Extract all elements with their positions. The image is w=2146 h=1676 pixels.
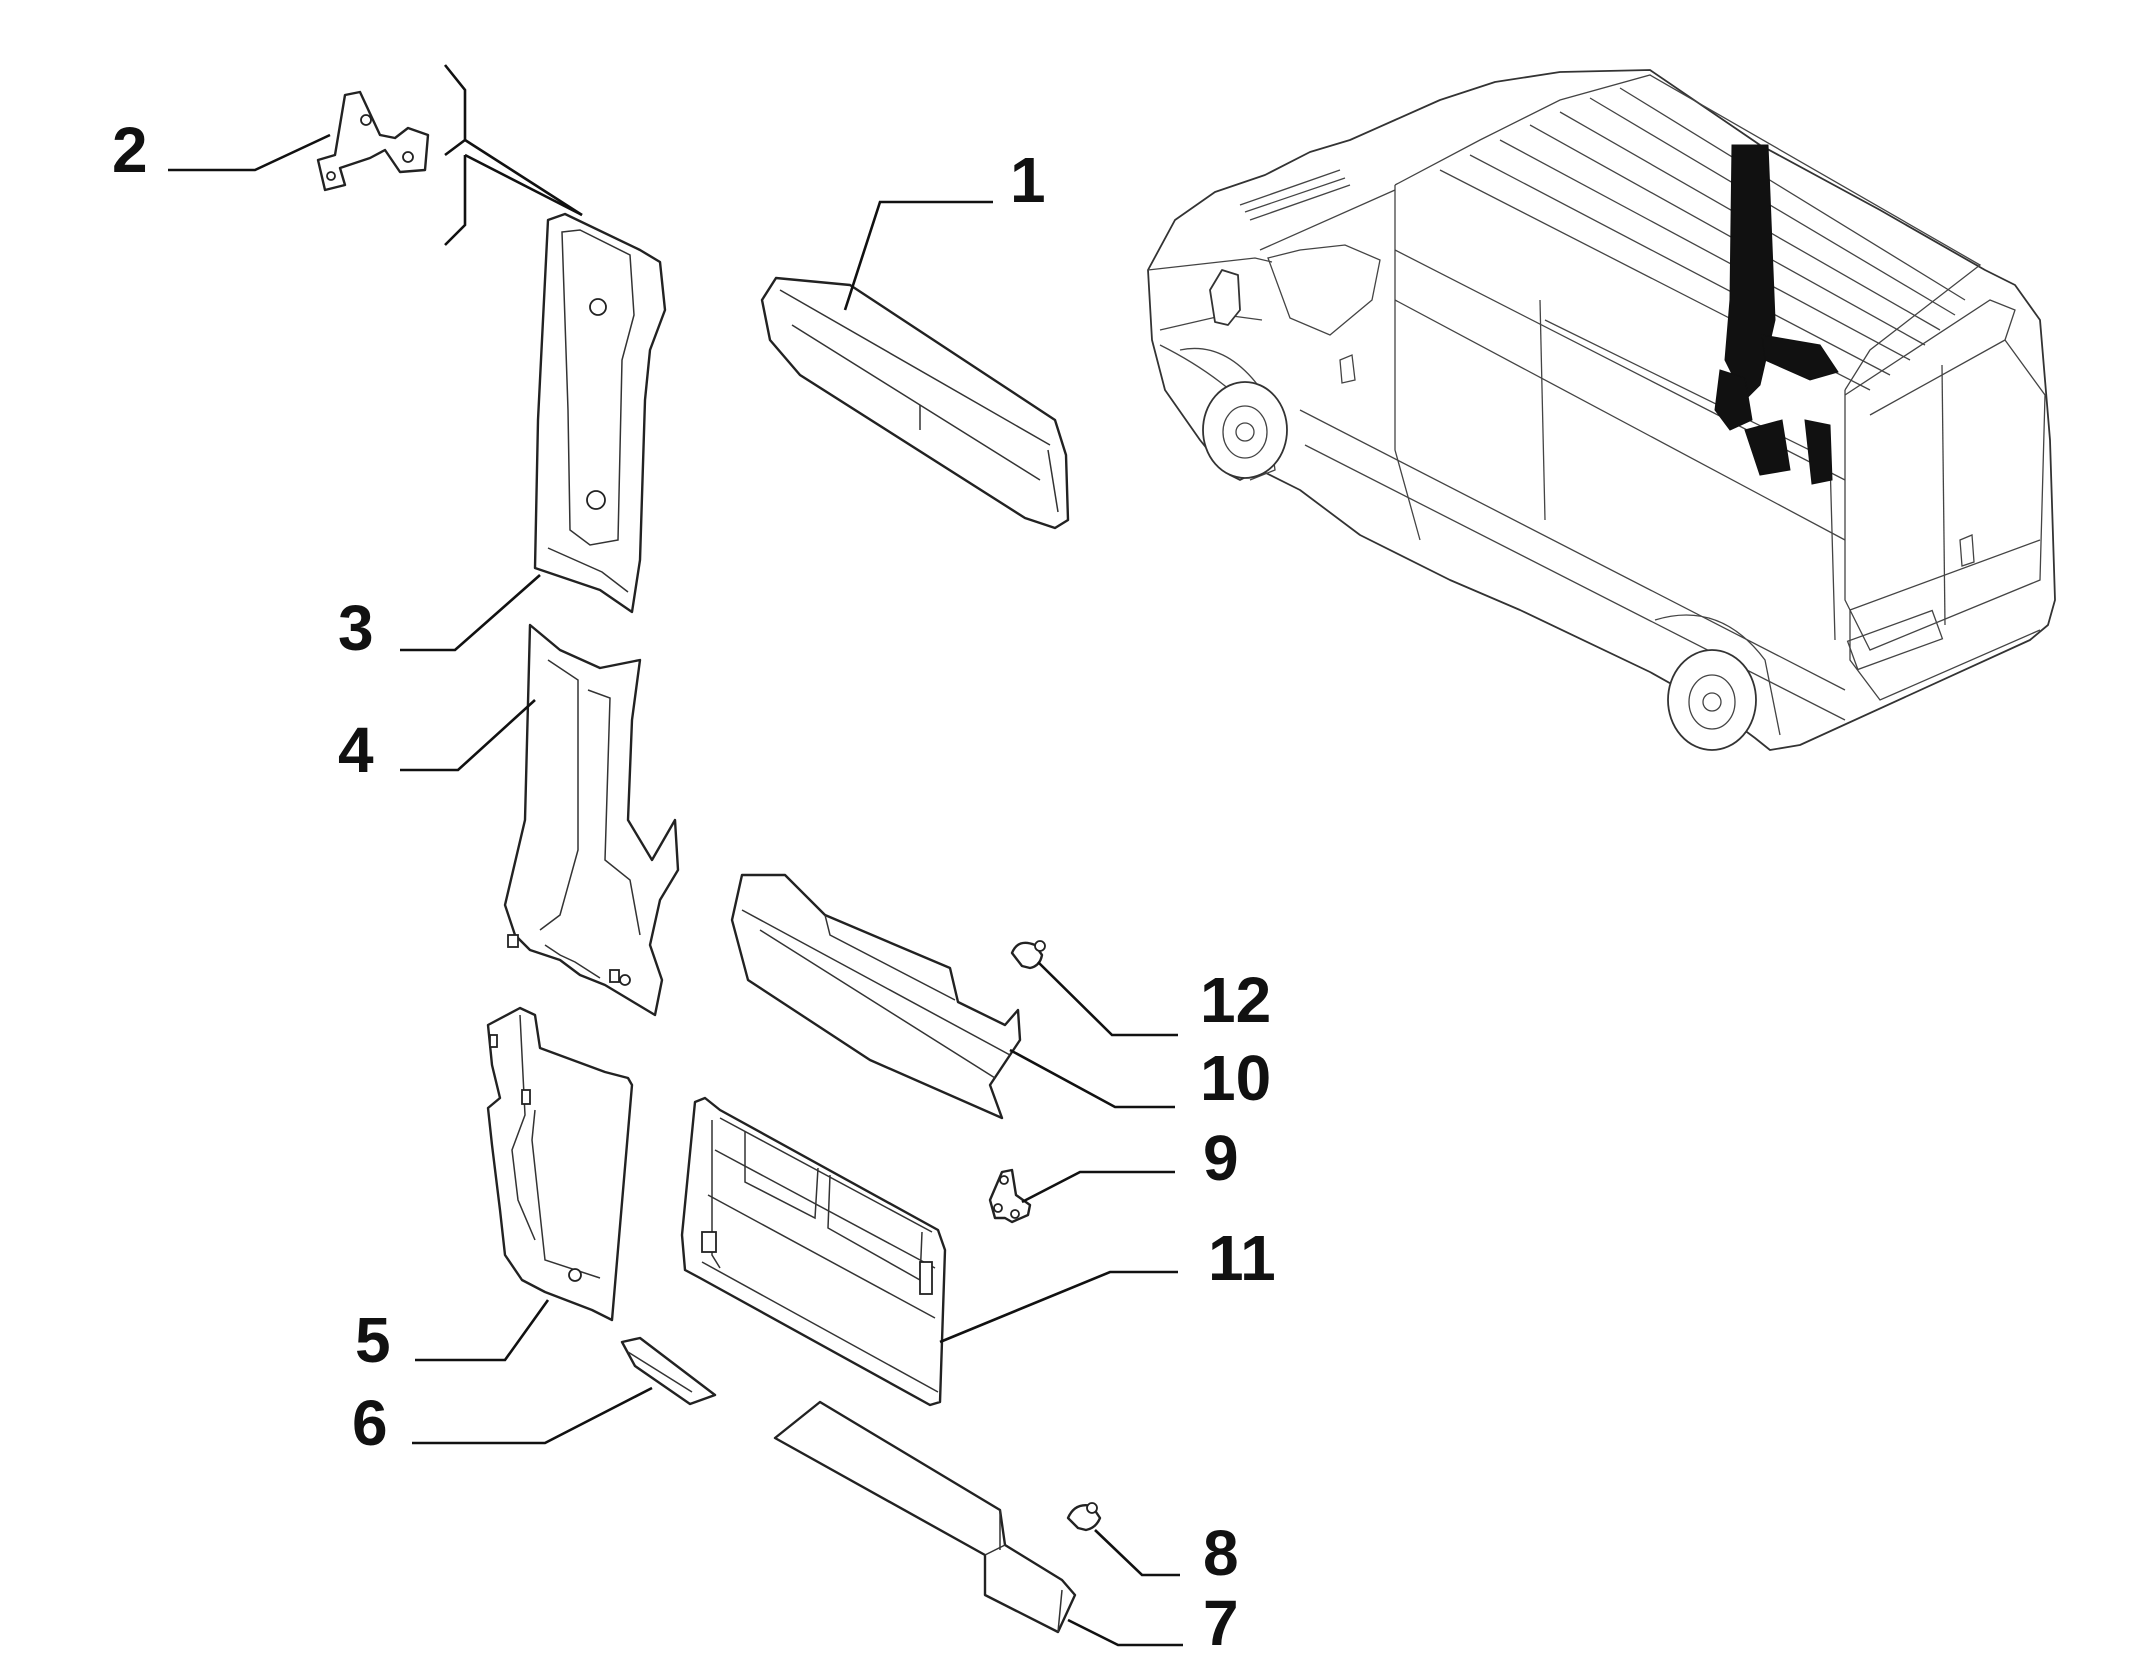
callout-4: 4 [338,714,374,786]
part-1-upper-panel[interactable] [760,276,1070,530]
leader-5 [415,1299,550,1362]
callout-2: 2 [112,114,148,186]
part-11-door-panel[interactable] [680,1096,947,1407]
callout-6: 6 [352,1387,388,1459]
leader-9 [1021,1170,1175,1204]
part-8-clip[interactable] [1066,1502,1102,1532]
leader-2 [168,133,331,172]
part-3-upper-pillar-trim[interactable] [533,212,667,614]
callout-7: 7 [1203,1587,1239,1659]
leader-lines [168,133,1183,1647]
callout-10: 10 [1200,1042,1271,1114]
part-12-clip[interactable] [1010,940,1046,970]
leader-7 [1067,1618,1183,1647]
leader-11 [939,1270,1178,1344]
leader-12 [1037,961,1178,1037]
callout-9: 9 [1203,1122,1239,1194]
part-4-lower-pillar-trim[interactable] [503,623,680,1017]
part-5-lower-rear-trim[interactable] [486,1006,634,1322]
callout-3: 3 [338,592,374,664]
callout-1: 1 [1010,144,1046,216]
part-6-small-strip[interactable] [620,1336,717,1406]
part-9-bracket[interactable] [988,1168,1032,1224]
leader-1 [843,200,993,311]
van-reference-illustration [1147,69,2056,751]
callout-8: 8 [1203,1517,1239,1589]
leader-10 [1009,1048,1175,1109]
callout-11: 11 [1208,1222,1276,1294]
part-7-lower-sill[interactable] [773,1400,1077,1634]
part-10-step-trim[interactable] [730,873,1022,1120]
leader-4 [400,699,536,772]
leader-3 [400,574,541,652]
callout-labels: 1 2 3 4 5 6 7 8 9 10 11 12 [112,114,1276,1659]
callout-12: 12 [1200,964,1271,1036]
leader-6 [412,1386,653,1445]
part-2-bracket[interactable] [316,90,430,192]
callout-5: 5 [355,1304,391,1376]
group-brace [443,64,583,246]
leader-8 [1094,1529,1180,1577]
